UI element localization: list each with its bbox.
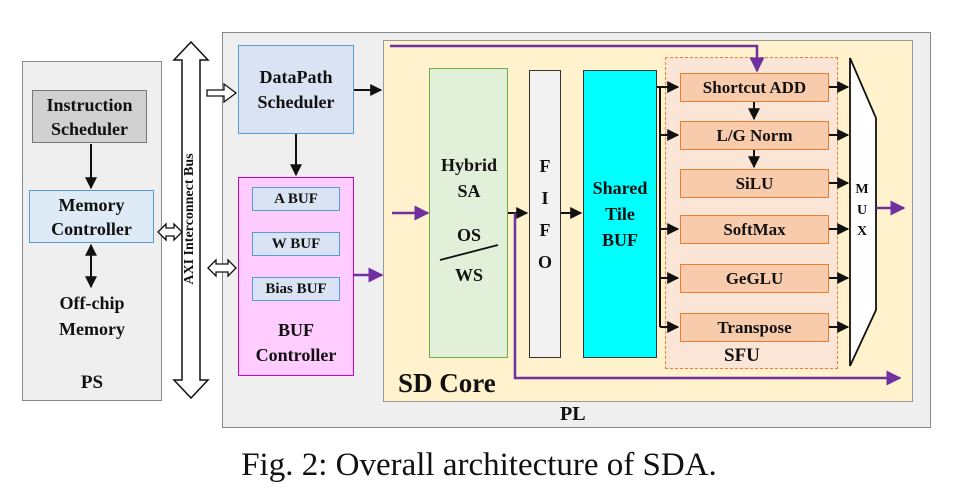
ps-label: PS bbox=[80, 372, 104, 393]
os-ws-divider bbox=[439, 244, 499, 261]
mux-letter: U bbox=[856, 203, 868, 218]
sd-core-label: SD Core bbox=[398, 368, 496, 398]
hybrid-sa bbox=[429, 68, 508, 358]
datapath-scheduler: DataPath Scheduler bbox=[238, 45, 354, 134]
fifo-letter: O bbox=[537, 251, 552, 272]
mux bbox=[849, 57, 877, 367]
buf-controller-label: BUF Controller bbox=[255, 320, 337, 365]
fifo-letter: F bbox=[539, 155, 551, 176]
mux-letter: X bbox=[856, 224, 868, 239]
instruction-scheduler: Instruction Scheduler bbox=[32, 90, 147, 143]
ps-bus-link-arrow bbox=[157, 222, 183, 242]
figure-caption: Fig. 2: Overall architecture of SDA. bbox=[241, 447, 717, 483]
mux-letter: M bbox=[855, 182, 869, 197]
pl-label: PL bbox=[560, 403, 586, 425]
bus-buf-link-arrow bbox=[207, 258, 237, 278]
fifo bbox=[529, 70, 561, 358]
top-bypass-arrow bbox=[390, 44, 765, 73]
memory-controller: Memory Controller bbox=[29, 190, 154, 243]
a-buf: A BUF bbox=[252, 187, 340, 211]
sfu-silu: SiLU bbox=[680, 169, 829, 198]
shared-tile-buf: Shared Tile BUF bbox=[583, 70, 657, 358]
sfu-transpose: Transpose bbox=[680, 313, 829, 342]
fifo-letter: I bbox=[541, 187, 549, 208]
hybrid-sa-title: Hybrid SA bbox=[440, 155, 497, 201]
offchip-memory: Off-chip Memory bbox=[59, 293, 125, 339]
sfu-lg-norm: L/G Norm bbox=[680, 121, 829, 150]
sfu-shortcut-add: Shortcut ADD bbox=[680, 73, 829, 102]
hybrid-sa-os: OS bbox=[456, 224, 481, 245]
sfu-softmax: SoftMax bbox=[680, 215, 829, 244]
sfu-geglu: GeGLU bbox=[680, 264, 829, 293]
axi-bus-label: AXI Interconnect Bus bbox=[182, 153, 197, 285]
bus-datapath-link-arrow bbox=[206, 82, 238, 104]
sfu-label: SFU bbox=[724, 345, 760, 366]
bias-buf: Bias BUF bbox=[252, 277, 340, 301]
hybrid-sa-ws: WS bbox=[454, 264, 483, 285]
fifo-letter: F bbox=[539, 219, 551, 240]
axi-bus-arrow bbox=[172, 40, 210, 400]
bottom-bypass-arrow bbox=[513, 213, 902, 386]
w-buf: W BUF bbox=[252, 232, 340, 256]
